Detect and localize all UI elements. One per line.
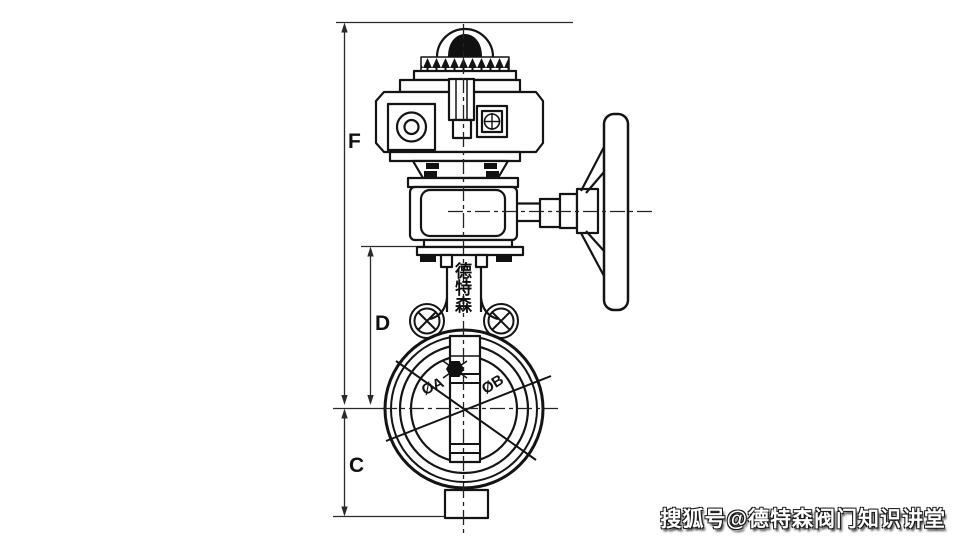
dim-label-D: D [375, 312, 390, 335]
position-indicator-dome-icon [447, 34, 483, 58]
dimension-arrowheads [341, 22, 374, 517]
conduit-boss [386, 102, 437, 152]
flange-bolts [420, 255, 512, 262]
center-shaft-column [447, 77, 476, 122]
bracket-bolts [424, 163, 499, 177]
limit-switch-box [374, 27, 545, 180]
dim-label-C: C [349, 454, 364, 477]
brand-char-2: 特 [455, 278, 472, 298]
handwheel-spoke [580, 146, 605, 192]
indicator-dome-outline [435, 27, 495, 58]
seat-diagonal-b [395, 360, 537, 461]
bottom-shaft-boss [443, 488, 490, 520]
stem-band-lower [449, 443, 481, 454]
centerlines [382, 24, 655, 537]
conduit-entry-icon [395, 111, 428, 143]
taper-pin-icon [446, 361, 464, 377]
gearbox-bottom-flange-lower [415, 245, 525, 257]
shaft-coupling-block [451, 118, 473, 140]
dia-label-B: ØB [479, 371, 507, 397]
dimension-lines [333, 21, 573, 518]
switch-box-base-plate [388, 150, 522, 163]
dia-label-A: ØA [419, 374, 447, 399]
stem-band-upper [449, 373, 481, 384]
watermark-text: 搜狐号@德特森阀门知识讲堂 [660, 508, 946, 531]
brand-char-3: 森 [455, 295, 473, 315]
worm-gearbox [406, 176, 525, 262]
valve-body [383, 328, 552, 520]
dim-label-F: F [348, 130, 361, 153]
brand-char-1: 德 [455, 261, 472, 281]
terminal-port-inner [480, 109, 504, 134]
knurled-indicator-ring [420, 56, 510, 72]
shaft-coupling [538, 197, 562, 229]
conduit-entry-bore [403, 118, 420, 136]
